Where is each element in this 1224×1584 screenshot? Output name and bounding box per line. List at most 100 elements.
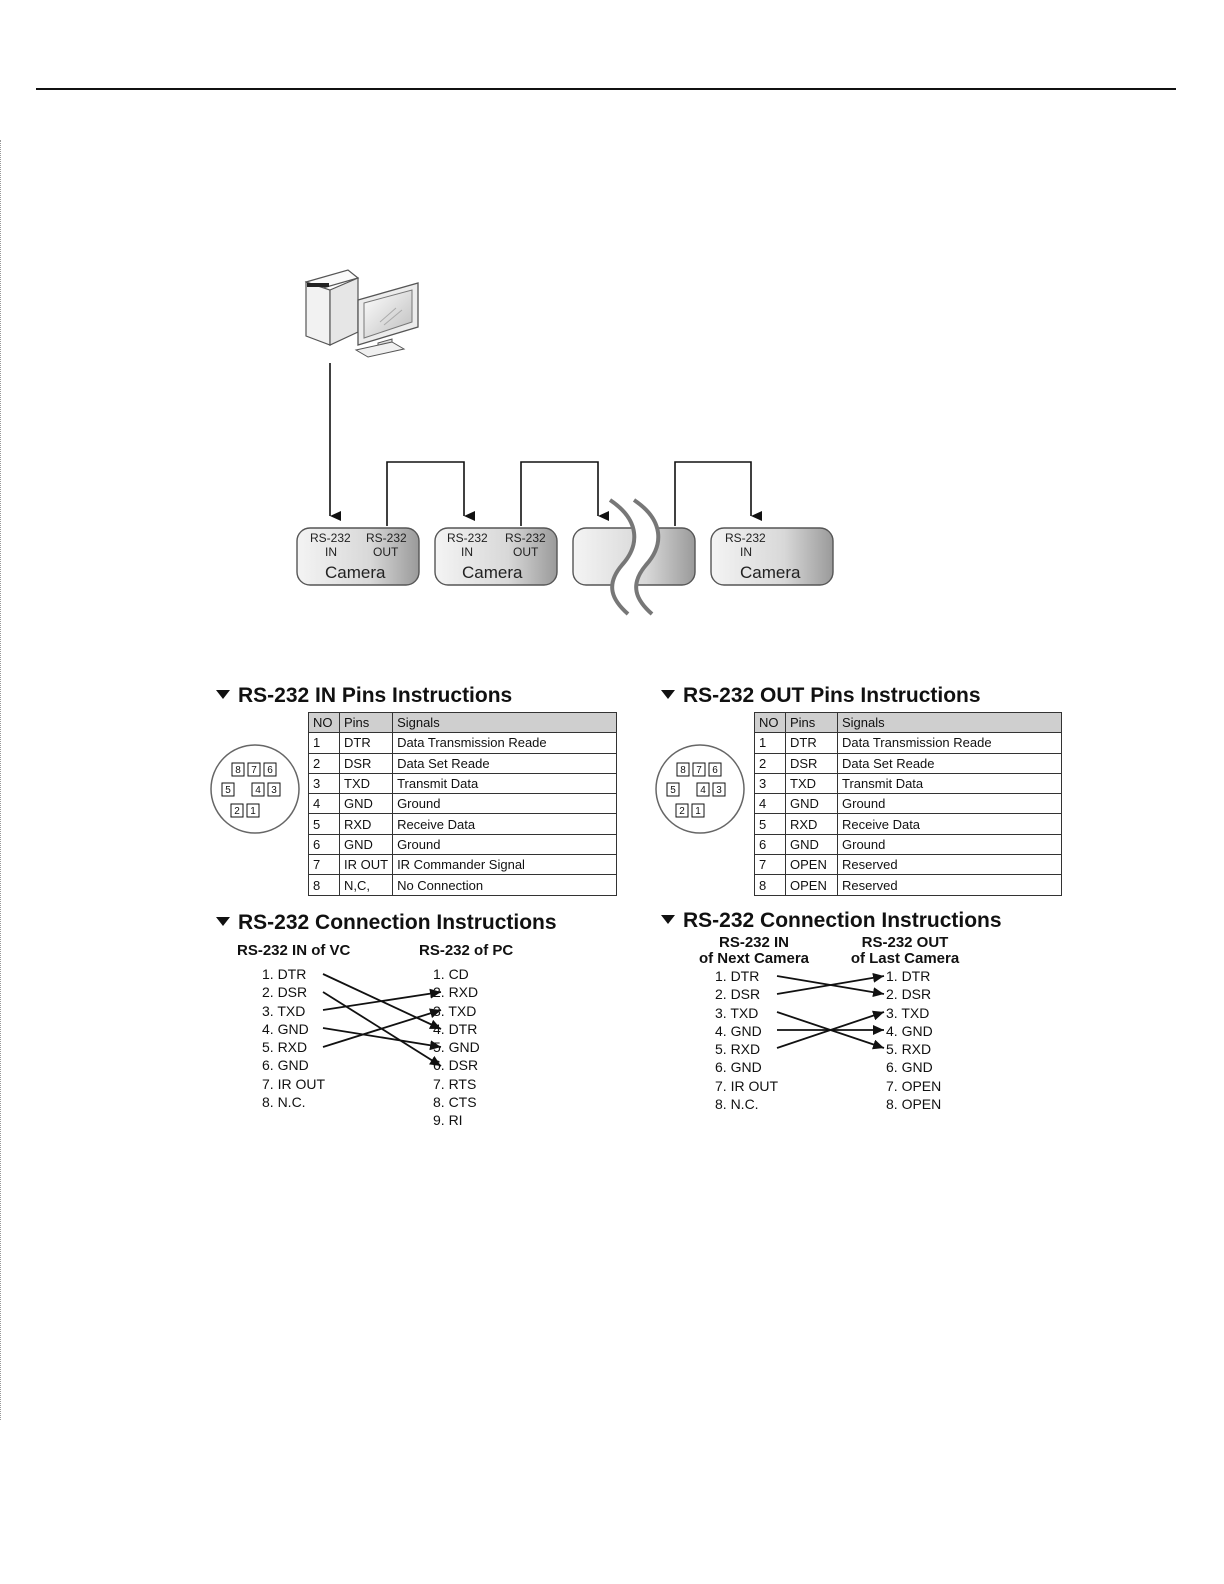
- pc-heading: RS-232 of PC: [419, 942, 514, 959]
- pin-1: 1: [695, 806, 701, 817]
- col-no: NO: [754, 711, 786, 734]
- camera-box-1: RS-232 IN RS-232 OUT Camera: [296, 527, 420, 586]
- list-item: 1. DTR: [715, 968, 760, 984]
- pin-name: RXD: [785, 813, 838, 835]
- pin-number: 7: [308, 854, 340, 876]
- wiring-right: [776, 972, 885, 1050]
- cam2-in-label-1: RS-232: [447, 531, 488, 545]
- pin-3: 3: [271, 785, 277, 796]
- pin-5: 5: [225, 785, 231, 796]
- next-camera-heading-1: RS-232 IN: [718, 934, 790, 951]
- cam3-in-label-2: IN: [740, 545, 752, 559]
- pin-number: 5: [308, 813, 340, 835]
- pin-name: DTR: [338, 732, 394, 754]
- list-item: 2. DSR: [715, 986, 761, 1003]
- din-connector-out: 8 7 6 5 4 3 2 1: [655, 744, 745, 834]
- cam1-name: Camera: [325, 563, 386, 582]
- list-item: 3. TXD: [262, 1002, 306, 1019]
- col-pins: Pins: [785, 711, 838, 734]
- list-item: 8. N.C.: [715, 1096, 759, 1113]
- cam2-name: Camera: [462, 563, 523, 582]
- pin-name: GND: [785, 793, 838, 815]
- cam2-out-label-2: OUT: [513, 545, 539, 559]
- pin-signal: Ground: [837, 833, 1062, 856]
- pin-number: 3: [754, 772, 786, 795]
- list-item: 8. OPEN: [886, 1096, 942, 1113]
- list-item: 8. N.C.: [262, 1094, 306, 1111]
- pin-signal: Ground: [392, 833, 618, 856]
- pin-7: 7: [696, 765, 702, 776]
- camera-box-3: RS-232 IN Camera: [710, 527, 834, 586]
- list-item: 1. CD: [433, 966, 469, 982]
- list-item: 4. GND: [262, 1020, 309, 1037]
- list-item: 3. TXD: [433, 1002, 477, 1019]
- pin-number: 4: [308, 793, 340, 815]
- pin-signal: IR Commander Signal: [392, 854, 618, 876]
- cam3-name: Camera: [740, 563, 801, 582]
- pin-signal: Receive Data: [837, 813, 1062, 835]
- pin-name: GND: [785, 833, 838, 856]
- pin-name: RXD: [338, 813, 394, 835]
- col-no: NO: [308, 711, 340, 734]
- conn-right-title: RS-232 Connection Instructions: [661, 909, 1002, 933]
- next-camera-heading: RS-232 IN of Next Camera: [698, 935, 810, 967]
- pin-name: IR OUT: [338, 854, 394, 876]
- header-rule: [36, 88, 1176, 90]
- cam1-out-label-1: RS-232: [366, 531, 407, 545]
- pin-name: GND: [338, 793, 394, 815]
- collapse-triangle-icon: [216, 917, 230, 926]
- pin-2: 2: [234, 806, 240, 817]
- pin-3: 3: [716, 785, 722, 796]
- pin-number: 3: [308, 772, 340, 795]
- list-item: 6. GND: [262, 1057, 309, 1074]
- pin-1: 1: [250, 806, 256, 817]
- pin-signal: No Connection: [392, 874, 618, 896]
- list-item: 5. GND: [433, 1039, 480, 1056]
- list-item: 1. DTR: [886, 968, 931, 984]
- last-camera-heading-2: of Last Camera: [850, 950, 960, 967]
- pin-number: 8: [754, 874, 786, 896]
- pin-number: 4: [754, 793, 786, 815]
- pin-6: 6: [267, 765, 273, 776]
- collapse-triangle-icon: [661, 690, 675, 699]
- list-item: 9. RI: [433, 1112, 463, 1129]
- page-margin-dots: [0, 140, 3, 1420]
- pin-signal: Data Set Reade: [837, 752, 1062, 774]
- pin-number: 1: [308, 732, 340, 754]
- din-connector-in: 8 7 6 5 4 3 2 1: [210, 744, 300, 834]
- next-camera-heading-2: of Next Camera: [698, 950, 810, 967]
- pin-name: OPEN: [785, 874, 838, 896]
- pin-signal: Data Set Reade: [392, 752, 618, 774]
- pin-6: 6: [712, 765, 718, 776]
- wiring-left: [322, 973, 442, 1067]
- list-item: 1. DTR: [262, 966, 307, 982]
- camera-box-2: RS-232 IN RS-232 OUT Camera: [434, 527, 558, 586]
- pin-5: 5: [670, 785, 676, 796]
- list-item: 5. RXD: [886, 1041, 932, 1058]
- list-item: 2. DSR: [886, 986, 932, 1003]
- list-item: 7. OPEN: [886, 1077, 942, 1094]
- pin-number: 6: [308, 833, 340, 856]
- pin-signal: Receive Data: [392, 813, 618, 835]
- pin-signal: Reserved: [837, 854, 1062, 876]
- pin-7: 7: [251, 765, 257, 776]
- pin-number: 1: [754, 732, 786, 754]
- list-item: 3. TXD: [715, 1004, 759, 1021]
- col-signals: Signals: [392, 711, 618, 734]
- conn-right-title-text: RS-232 Connection Instructions: [683, 909, 1002, 932]
- list-item: 7. RTS: [433, 1075, 477, 1092]
- table-header-row: NO Pins Signals: [754, 711, 1062, 734]
- conn-left-title: RS-232 Connection Instructions: [216, 911, 557, 935]
- list-item: 6. GND: [715, 1059, 762, 1076]
